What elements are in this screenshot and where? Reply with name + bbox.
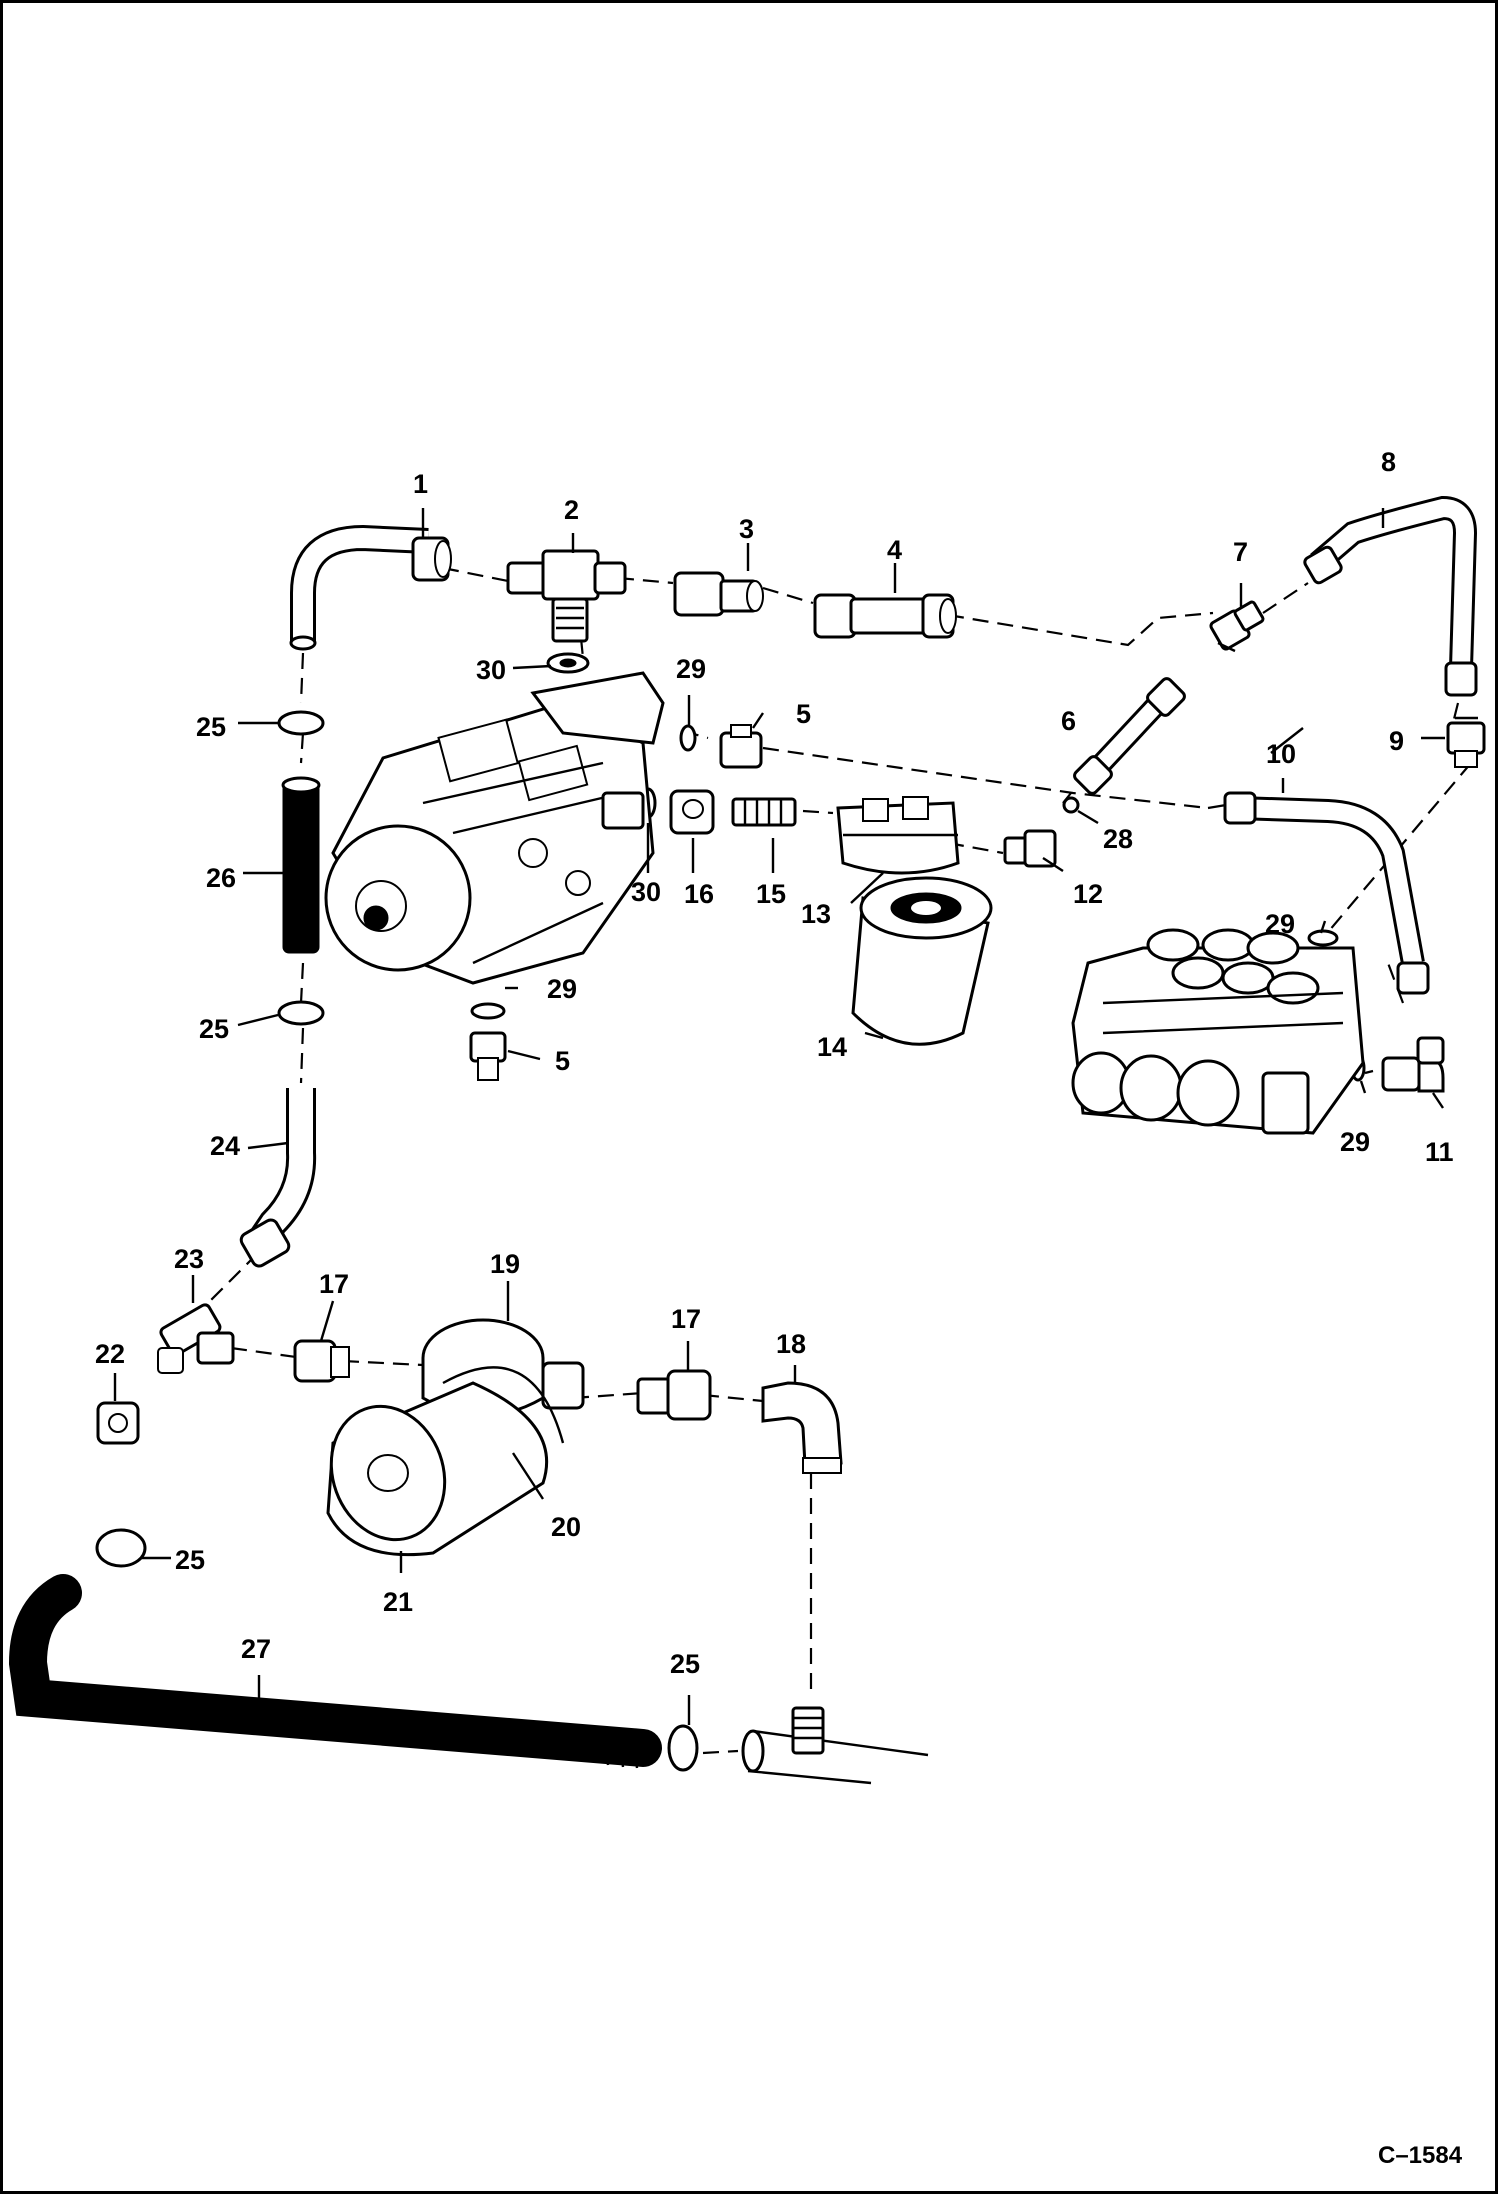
part-15-nipple — [731, 797, 797, 827]
part-18-elbow — [761, 1381, 843, 1474]
hydraulic-pump-icon — [324, 671, 665, 985]
part-14-filter-cartridge — [851, 876, 993, 1046]
part-2-tee-fitting — [506, 549, 627, 643]
callout-29-b: 29 — [547, 974, 577, 1004]
callout-30-a: 30 — [476, 655, 506, 685]
part-17-left-fitting — [293, 1339, 350, 1383]
part-17-right-fitting — [636, 1369, 712, 1421]
callout-29-a: 29 — [676, 654, 706, 684]
part-3-fitting — [673, 571, 764, 617]
part-10-tube — [1223, 791, 1430, 995]
leader-lines — [113, 508, 1445, 1725]
callout-25-b: 25 — [199, 1014, 229, 1044]
callout-29-c: 29 — [1265, 909, 1295, 939]
part-11-elbow — [1381, 1036, 1445, 1093]
tank-port — [741, 1706, 929, 1785]
part-6-tube — [1073, 677, 1186, 795]
callout-13: 13 — [801, 899, 831, 929]
callout-16: 16 — [684, 879, 714, 909]
callout-14: 14 — [817, 1032, 847, 1062]
part-13-filter-head — [836, 796, 960, 875]
callout-17-right: 17 — [671, 1304, 701, 1334]
callout-26: 26 — [206, 863, 236, 893]
callout-9: 9 — [1389, 726, 1404, 756]
callout-25-d: 25 — [670, 1649, 700, 1679]
part-12-elbow — [1003, 829, 1057, 868]
callout-23: 23 — [174, 1244, 204, 1274]
callout-25-c: 25 — [175, 1545, 205, 1575]
callout-29-d: 29 — [1340, 1127, 1370, 1157]
part-5-lower-fitting — [469, 1031, 507, 1081]
figure-reference: C–1584 — [1378, 2142, 1463, 2169]
callout-2: 2 — [564, 495, 579, 525]
part-9-fitting — [1446, 716, 1486, 768]
parts-diagram: 1 2 3 4 5 5 6 7 8 9 10 11 12 13 14 15 16… — [8, 447, 1486, 2169]
part-22-nut — [96, 1401, 140, 1445]
callout-6: 6 — [1061, 706, 1076, 736]
callout-1: 1 — [413, 469, 428, 499]
callout-20: 20 — [551, 1512, 581, 1542]
callout-25-a: 25 — [196, 712, 226, 742]
callout-22: 22 — [95, 1339, 125, 1369]
part-27-hose — [8, 1574, 662, 1769]
part-23-tee — [157, 1303, 235, 1374]
callout-11: 11 — [1425, 1137, 1454, 1167]
callout-10: 10 — [1266, 739, 1296, 769]
callout-5-upper: 5 — [796, 699, 811, 729]
callout-7: 7 — [1233, 537, 1248, 567]
callout-21: 21 — [383, 1587, 413, 1617]
part-20-gasket — [442, 1366, 565, 1444]
part-1-bent-tube — [289, 524, 452, 651]
callout-12: 12 — [1073, 879, 1103, 909]
callout-8: 8 — [1381, 447, 1396, 477]
part-4-adapter — [813, 593, 957, 639]
part-21-filter-cartridge — [326, 1381, 549, 1557]
callout-labels: 1 2 3 4 5 5 6 7 8 9 10 11 12 13 14 15 16… — [95, 447, 1454, 1679]
callout-4: 4 — [887, 535, 902, 565]
callout-18: 18 — [776, 1329, 806, 1359]
callout-17-left: 17 — [319, 1269, 349, 1299]
hose-clamps — [95, 710, 699, 1772]
callout-19: 19 — [490, 1249, 520, 1279]
callout-5-lower: 5 — [555, 1046, 570, 1076]
callout-28: 28 — [1103, 824, 1133, 854]
callout-24: 24 — [210, 1131, 240, 1161]
part-26-hose — [281, 776, 321, 954]
callout-30-b: 30 — [631, 877, 661, 907]
callout-3: 3 — [739, 514, 754, 544]
control-valve-icon — [1071, 928, 1365, 1135]
part-16-nut — [669, 789, 715, 835]
callout-15: 15 — [756, 879, 786, 909]
callout-27: 27 — [241, 1634, 271, 1664]
part-24-hose — [239, 1088, 317, 1268]
part-8-tube — [1303, 495, 1478, 697]
part-7-fitting — [1209, 600, 1265, 653]
part-5-upper-fitting — [719, 724, 763, 769]
